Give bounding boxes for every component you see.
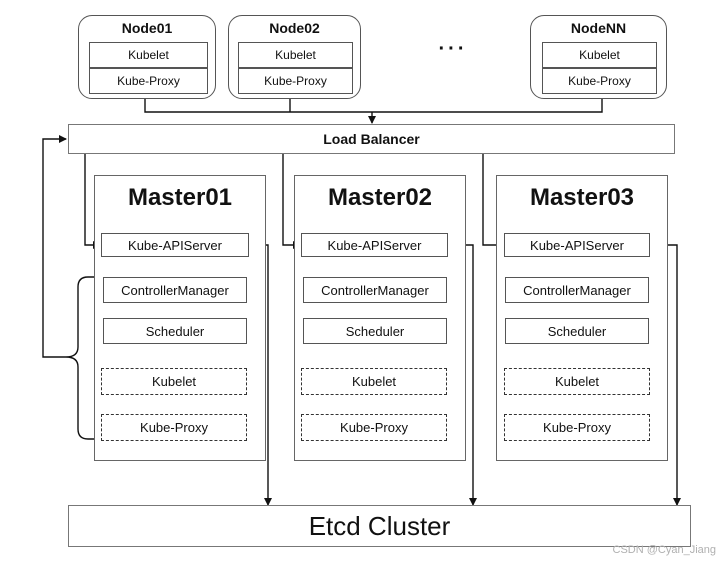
master02-kubelet: Kubelet (301, 368, 447, 395)
watermark: CSDN @Cyan_Jiang (612, 544, 717, 556)
nodenn-box: NodeNN Kubelet Kube-Proxy (530, 15, 667, 99)
etcd-cluster: Etcd Cluster (68, 505, 691, 547)
nodenn-kube-proxy: Kube-Proxy (542, 68, 657, 94)
nodenn-title: NodeNN (570, 20, 627, 36)
node01-kubelet: Kubelet (89, 42, 208, 68)
master03-controller-manager: ControllerManager (505, 277, 649, 303)
node01-box: Node01 Kubelet Kube-Proxy (78, 15, 216, 99)
node02-kube-proxy: Kube-Proxy (238, 68, 353, 94)
more-nodes-ellipsis: ··· (438, 38, 468, 60)
node01-to-lb-line (144, 99, 603, 113)
node02-title: Node02 (269, 20, 320, 36)
nodenn-kubelet: Kubelet (542, 42, 657, 68)
node02-box: Node02 Kubelet Kube-Proxy (228, 15, 361, 99)
brace-to-lb-arrow (42, 135, 67, 358)
master03-kube-apiserver: Kube-APIServer (504, 233, 650, 257)
master02-kube-apiserver: Kube-APIServer (301, 233, 448, 257)
master03-title: Master03 (529, 184, 635, 211)
master01-kube-apiserver: Kube-APIServer (101, 233, 249, 257)
node01-kube-proxy: Kube-Proxy (89, 68, 208, 94)
master01-kube-proxy: Kube-Proxy (101, 414, 247, 441)
master01-controller-manager: ControllerManager (103, 277, 247, 303)
node01-title: Node01 (121, 20, 173, 36)
master02-kube-proxy: Kube-Proxy (301, 414, 447, 441)
master02-title: Master02 (327, 184, 433, 211)
master03-kube-proxy: Kube-Proxy (504, 414, 650, 441)
master01-title: Master01 (127, 184, 233, 211)
node02-kubelet: Kubelet (238, 42, 353, 68)
master01-scheduler: Scheduler (103, 318, 247, 344)
master02-controller-manager: ControllerManager (303, 277, 447, 303)
load-balancer: Load Balancer (68, 124, 675, 154)
master02-scheduler: Scheduler (303, 318, 447, 344)
master03-scheduler: Scheduler (505, 318, 649, 344)
master03-kubelet: Kubelet (504, 368, 650, 395)
master01-kubelet: Kubelet (101, 368, 247, 395)
